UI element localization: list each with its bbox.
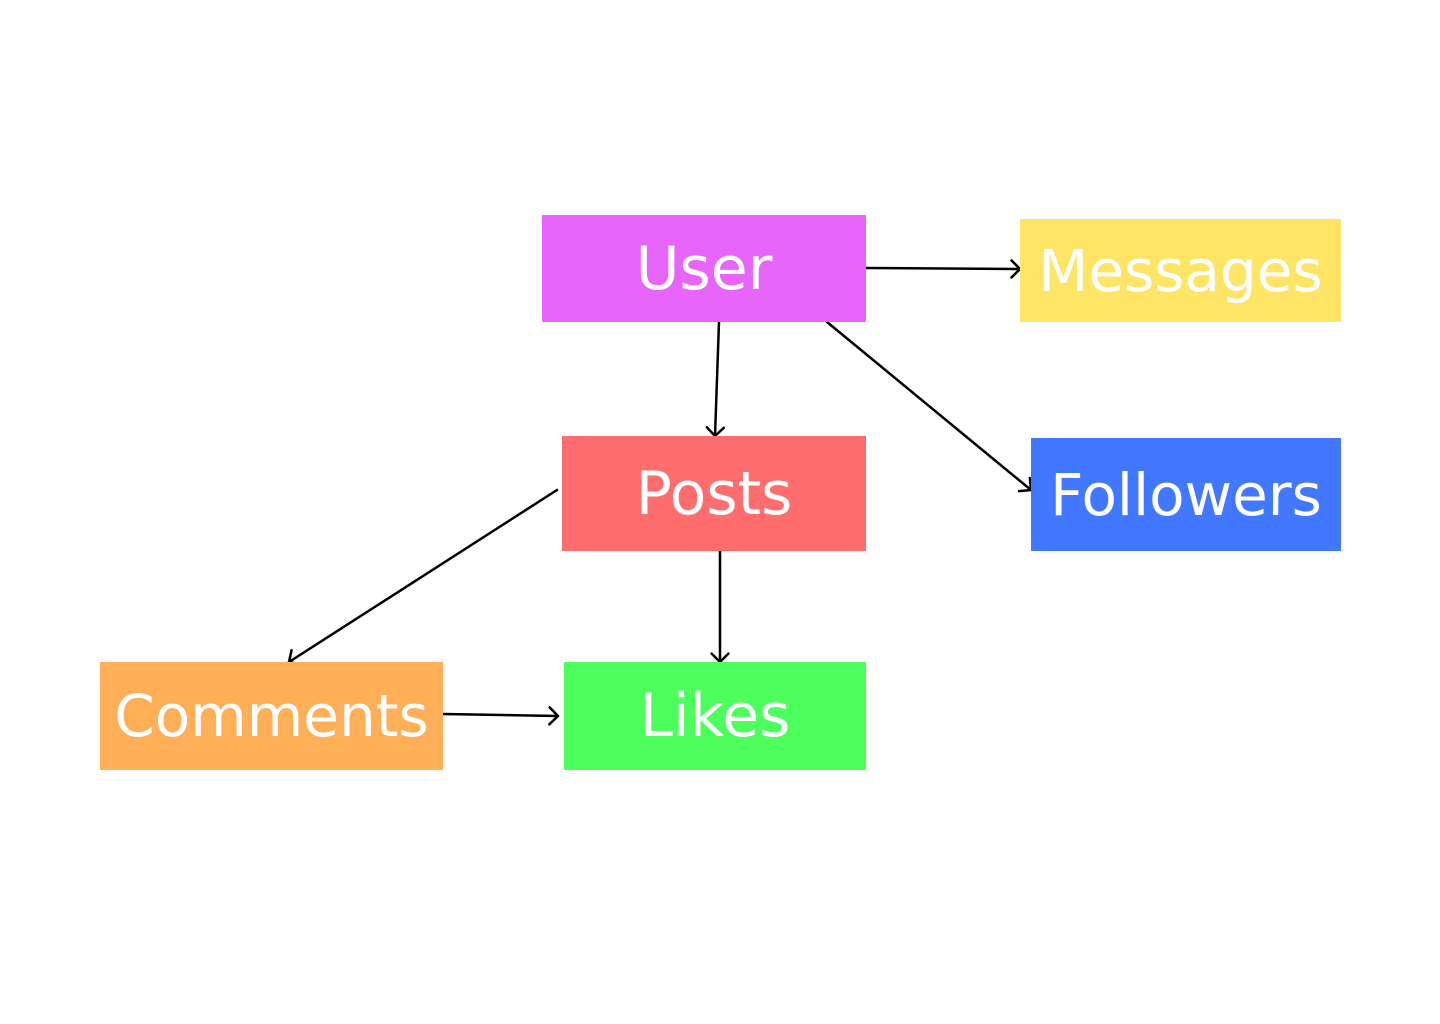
edge-posts-likes (710, 549, 730, 664)
edge-line (287, 488, 559, 664)
edge-line (713, 320, 721, 438)
node-comments[interactable]: Comments (100, 662, 443, 770)
edge-line (825, 320, 1033, 492)
node-messages[interactable]: Messages (1020, 219, 1341, 322)
node-user-label: User (635, 233, 773, 304)
node-user[interactable]: User (542, 215, 866, 322)
node-messages-label: Messages (1038, 236, 1323, 305)
edge-user-messages (864, 259, 1022, 279)
node-likes[interactable]: Likes (564, 662, 866, 770)
edge-posts-comments (287, 488, 559, 666)
edge-line (864, 266, 1022, 271)
node-followers[interactable]: Followers (1031, 438, 1341, 551)
edge-user-posts (705, 320, 726, 438)
arrowhead-icon (548, 706, 560, 726)
node-comments-label: Comments (114, 682, 429, 750)
node-followers-label: Followers (1050, 460, 1322, 529)
edge-comments-likes (441, 706, 560, 726)
edge-line (441, 712, 560, 718)
node-posts-label: Posts (635, 458, 793, 529)
node-likes-label: Likes (639, 681, 791, 751)
node-posts[interactable]: Posts (562, 436, 866, 551)
